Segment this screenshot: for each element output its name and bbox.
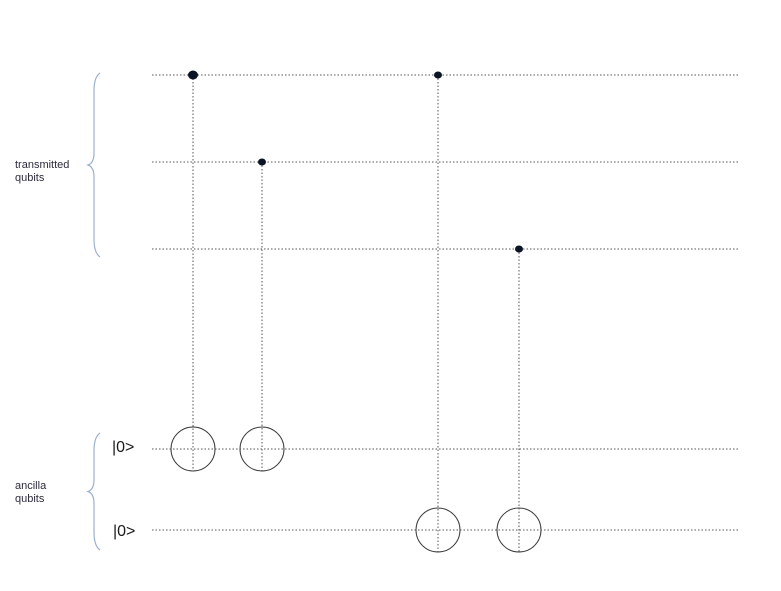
gate-2-control-dot: [258, 158, 266, 166]
ancilla-label-line1: ancilla: [15, 480, 47, 492]
transmitted-label-line1: transmitted: [15, 159, 70, 171]
ancilla-1-initial-state: |0>: [112, 439, 135, 456]
gate-2-target-circle: [239, 426, 285, 472]
transmitted-qubits-label: transmitted qubits: [15, 159, 69, 185]
gate-3-control-dot: [434, 71, 442, 79]
gate-1-target-circle: [170, 426, 216, 472]
transmitted-brace: [86, 72, 101, 258]
ancilla-brace: [86, 432, 101, 551]
gate-4-control-dot: [515, 245, 523, 253]
gate-4-target-circle: [496, 507, 542, 553]
ancilla-qubits-label: ancilla qubits: [15, 480, 46, 506]
gate-1-control-dot: [188, 70, 198, 80]
ancilla-2-initial-state: |0>: [113, 523, 136, 540]
ancilla-label-line2: qubits: [15, 493, 45, 505]
transmitted-label-line2: qubits: [15, 172, 45, 184]
gate-3-target-circle: [415, 507, 461, 553]
